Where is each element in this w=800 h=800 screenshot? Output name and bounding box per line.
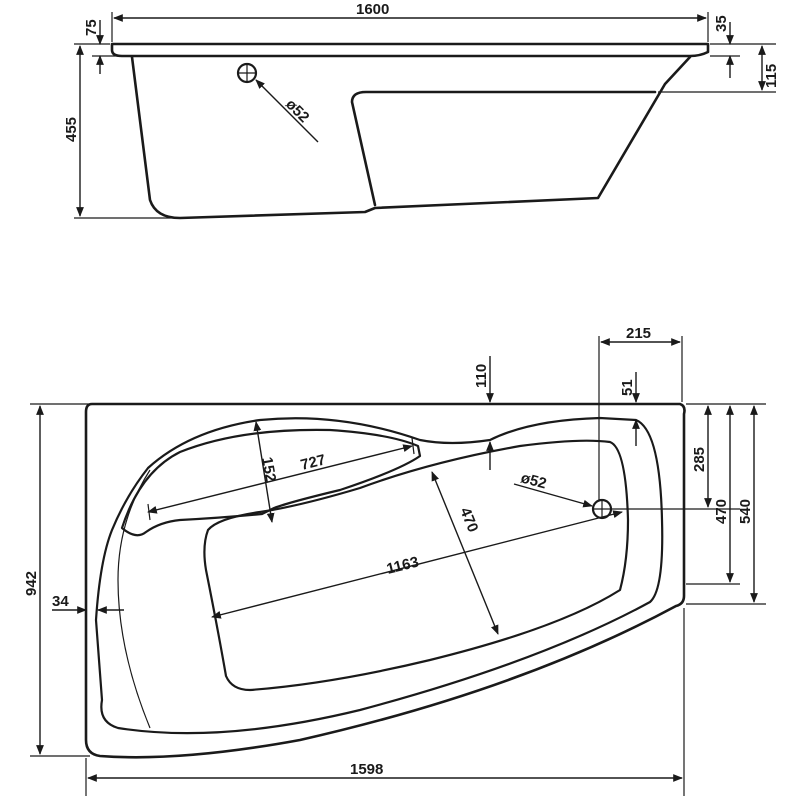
top-headrest-offset-label: 215 (626, 325, 651, 342)
side-drain-label: ø52 (282, 96, 312, 126)
top-overflow-distance-label: 285 (691, 447, 708, 472)
top-side-rim-label: 34 (52, 593, 69, 610)
side-rim-offset-label: 75 (83, 19, 100, 36)
side-drain-icon (236, 62, 258, 84)
side-rim (110, 42, 710, 58)
top-drain-leader (513, 483, 593, 508)
top-outer-rim (84, 402, 686, 759)
side-rim-thickness-label: 35 (713, 15, 730, 32)
side-view: ø52 1600 75 455 35 115 (63, 1, 780, 220)
top-overflow-inset-label: 51 (619, 379, 636, 396)
top-overall-length-label: 1598 (350, 761, 383, 778)
top-drain-label: ø52 (519, 469, 548, 492)
side-height-label: 455 (63, 117, 80, 142)
top-armrest-length-label: 727 (299, 451, 327, 474)
side-step-label: 115 (763, 64, 780, 88)
side-body (130, 55, 692, 220)
top-basin-length-label: 1163 (385, 554, 421, 578)
top-basin-width-label: 470 (456, 505, 481, 535)
side-drain-leader (255, 79, 319, 143)
top-view: ø52 215 110 51 285 470 540 727 152 (23, 325, 766, 796)
top-narrow-width-label: 470 (713, 499, 730, 524)
side-step (350, 90, 657, 207)
top-inner-contour (94, 416, 664, 735)
top-end-width-label: 540 (737, 499, 754, 524)
top-armrest-width-label: 152 (258, 456, 279, 484)
top-rim-gap-label: 110 (473, 364, 490, 388)
top-overall-width-label: 942 (23, 571, 40, 596)
side-length-label: 1600 (356, 1, 389, 18)
